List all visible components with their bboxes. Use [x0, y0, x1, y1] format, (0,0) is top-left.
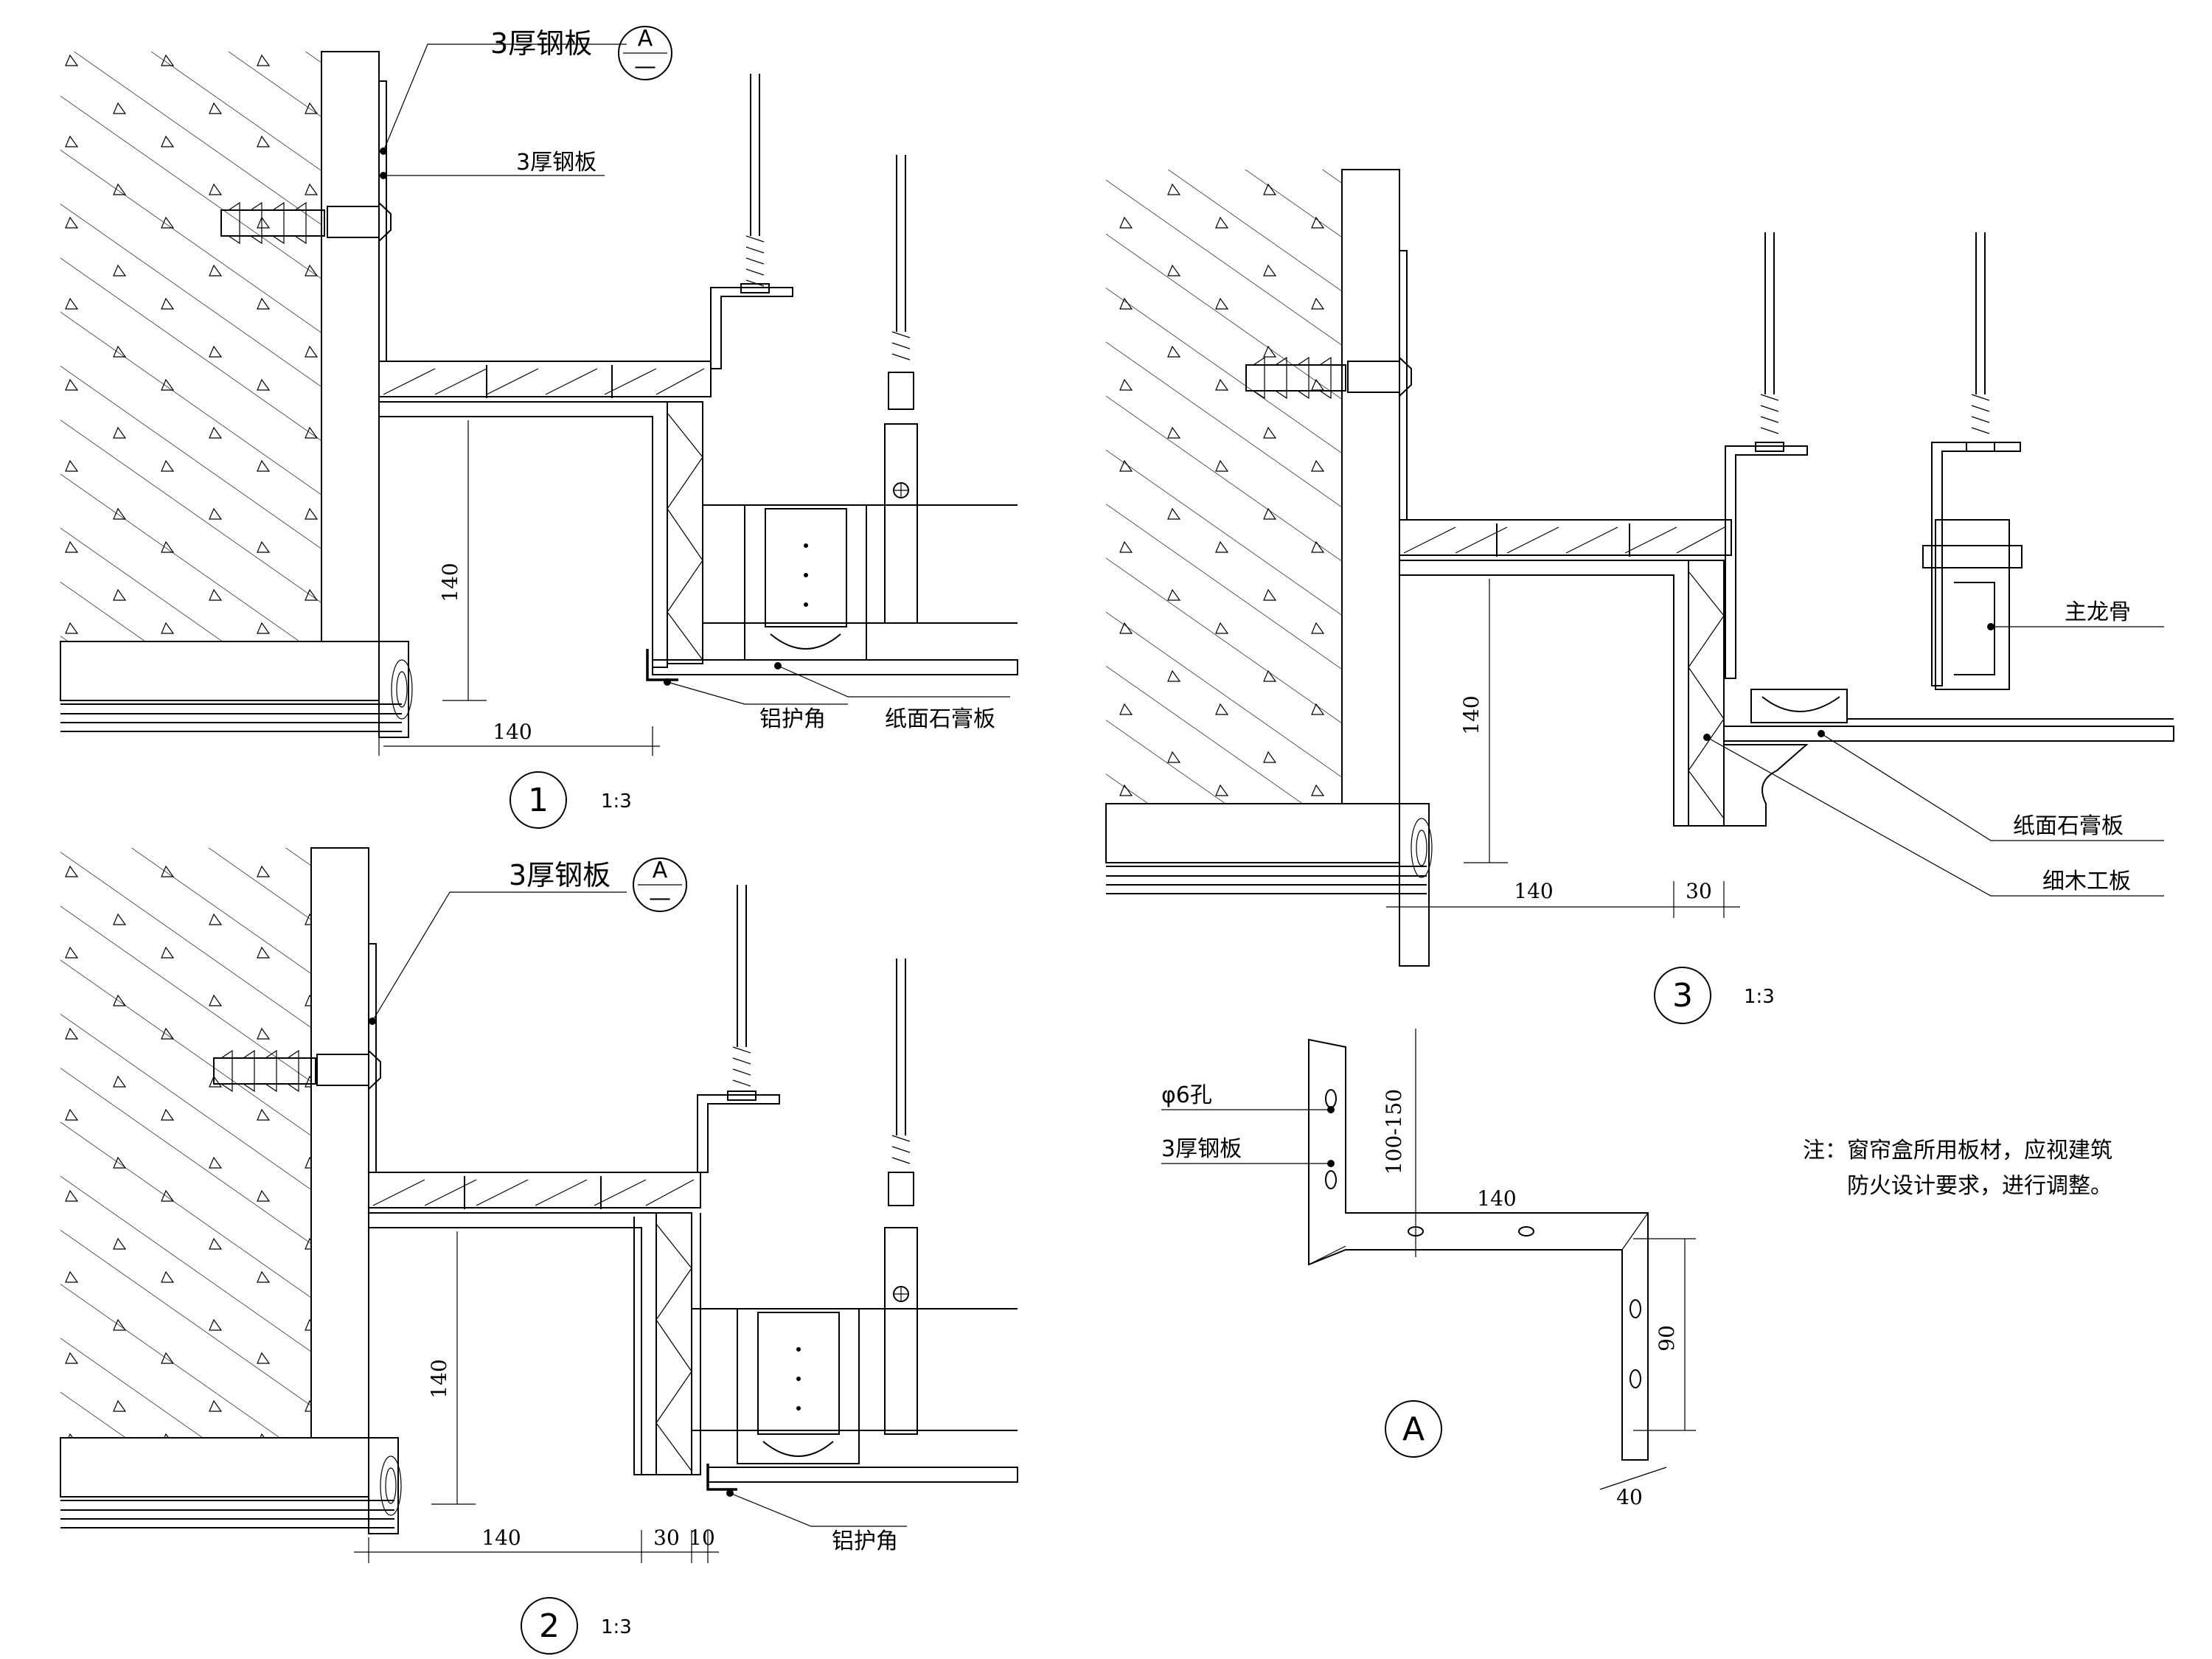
anchor-bolt: [220, 201, 392, 245]
anchor-bolt-3: [1245, 356, 1412, 400]
label-aluminum-corner-2: 铝护角: [832, 1528, 898, 1554]
gypsum-board-bottom: [652, 659, 1018, 675]
blockboard-side: [667, 401, 703, 664]
label-steel-plate-2: 3厚钢板: [516, 150, 597, 175]
detail-scale-2: 1:3: [601, 1616, 632, 1638]
aluminum-corner-2: [706, 1464, 737, 1491]
blockboard-top: [378, 361, 712, 398]
plaster-layer-2: [310, 847, 369, 1439]
blockboard-side-3: [1688, 560, 1725, 827]
dim-90: 90: [1655, 1325, 1679, 1352]
floor-finish-3: [1106, 866, 1427, 894]
hanger-rod-2: [884, 155, 918, 624]
blockboard-side-2: [655, 1212, 692, 1475]
dimensions-2: [354, 1231, 719, 1563]
detail-a-letter: A: [1402, 1411, 1425, 1448]
note-line-2: 防火设计要求，进行调整。: [1847, 1173, 2112, 1199]
label-steel-plate-top: 3厚钢板: [490, 27, 592, 60]
detail-number-1: 1: [528, 782, 549, 819]
gypsum-board-2: [368, 1212, 657, 1475]
dim-140-a: 140: [1477, 1186, 1516, 1211]
label-blockboard: 细木工板: [2042, 869, 2131, 894]
floor-finish: [60, 703, 402, 732]
ref-tag-letter-2: A: [653, 858, 668, 883]
main-keel-3: [1922, 519, 2023, 690]
dim-10-2: 10: [689, 1526, 715, 1550]
label-steel-plate-detail2: 3厚钢板: [509, 859, 611, 891]
dim-30-3: 30: [1686, 879, 1712, 903]
hanger-rod-6: [1931, 232, 2021, 686]
ref-tag-circle-2: [633, 858, 687, 912]
dim-140-horizontal-2: 140: [481, 1526, 521, 1550]
dim-30-2: 30: [653, 1526, 680, 1550]
detail-number-circle-1: [509, 771, 567, 829]
curtain-track: [703, 504, 1018, 661]
gypsum-board-3: [1399, 560, 1689, 827]
gypsum-board-1: [378, 401, 668, 668]
plaster-layer: [321, 51, 380, 642]
label-main-keel: 主龙骨: [2065, 599, 2131, 625]
dim-140-vertical-3: 140: [1459, 695, 1484, 734]
label-gypsum-board-1: 纸面石膏板: [885, 706, 995, 732]
floor-finish-2: [60, 1500, 394, 1528]
label-steel-plate-a: 3厚钢板: [1161, 1136, 1242, 1162]
hanger-rod-1: [710, 74, 793, 369]
steel-plate-vertical: [378, 80, 387, 362]
dim-140-horizontal-3: 140: [1514, 879, 1553, 903]
ref-tag-dash-1: —: [634, 54, 656, 80]
ref-tag-circle-1: [618, 26, 672, 80]
hanger-rod-5: [1725, 232, 1808, 679]
dimensions-3: [1386, 579, 1740, 918]
label-hole: φ6孔: [1161, 1082, 1212, 1108]
hanger-rod-4: [884, 959, 918, 1435]
detail-1: 140 140 3厚钢板 3厚钢板 A — 铝护角 纸面石膏板 1 1:3: [60, 26, 1018, 829]
dim-100-150: 100-150: [1382, 1089, 1406, 1175]
floor-plaster: [60, 641, 380, 701]
floor-plaster-3: [1105, 803, 1400, 863]
steel-plate-vertical-2: [368, 943, 377, 1173]
dimensions-a: [1353, 1029, 1696, 1490]
general-note: 注：窗帘盒所用板材，应视建筑 防火设计要求，进行调整。: [1803, 1138, 2112, 1199]
curtain-track-2: [692, 1308, 1018, 1464]
plaster-layer-3: [1341, 169, 1400, 804]
wood-trim-3: [1399, 803, 1433, 967]
curtain-track-3: [1750, 689, 2174, 723]
return-frame-2: [633, 1213, 701, 1475]
detail-2: 140 140 30 10 3厚钢板 A — 铝护角 2 1:3: [60, 847, 1018, 1655]
wood-trim-2: [368, 1437, 402, 1534]
blockboard-top-3: [1399, 519, 1732, 557]
detail-a: 100-150 140 90 40 φ6孔 3厚钢板 A: [1161, 1029, 1696, 1509]
ref-tag-dash-2: —: [649, 886, 671, 911]
anchor-bolt-2: [213, 1049, 381, 1093]
label-gypsum-board-3: 纸面石膏板: [2013, 813, 2124, 839]
detail-number-2: 2: [539, 1607, 560, 1645]
cornice-moulding-3: [1674, 744, 1809, 827]
detail-number-3: 3: [1672, 977, 1693, 1015]
dim-140-horizontal-1: 140: [493, 720, 532, 744]
floor-plaster-2: [60, 1437, 369, 1498]
wood-trim: [378, 641, 413, 738]
detail-scale-1: 1:3: [601, 790, 632, 813]
steel-bracket: [1308, 1038, 1649, 1461]
label-aluminum-corner-1: 铝护角: [759, 706, 826, 732]
gypsum-board-bottom-2: [707, 1467, 1018, 1483]
dim-140-vertical-2: 140: [427, 1359, 451, 1398]
gypsum-board-bottom-3: [1723, 726, 2174, 742]
note-line-1: 注：窗帘盒所用板材，应视建筑: [1803, 1138, 2112, 1164]
detail-number-circle-3: [1654, 967, 1711, 1024]
hanger-rod-3: [697, 885, 780, 1173]
dim-140-vertical-1: 140: [438, 563, 462, 602]
ref-tag-letter-1: A: [638, 26, 653, 52]
dim-40: 40: [1616, 1485, 1643, 1509]
detail-a-circle: [1385, 1400, 1442, 1458]
detail-scale-3: 1:3: [1744, 986, 1775, 1008]
detail-3: 140 140 30 主龙骨 纸面石膏板 细木工板 3 1:3: [1105, 169, 2174, 1024]
blockboard-top-2: [368, 1172, 701, 1209]
dimensions-1: [378, 420, 660, 756]
steel-plate-vertical-3: [1399, 250, 1408, 521]
detail-number-circle-2: [521, 1597, 578, 1655]
